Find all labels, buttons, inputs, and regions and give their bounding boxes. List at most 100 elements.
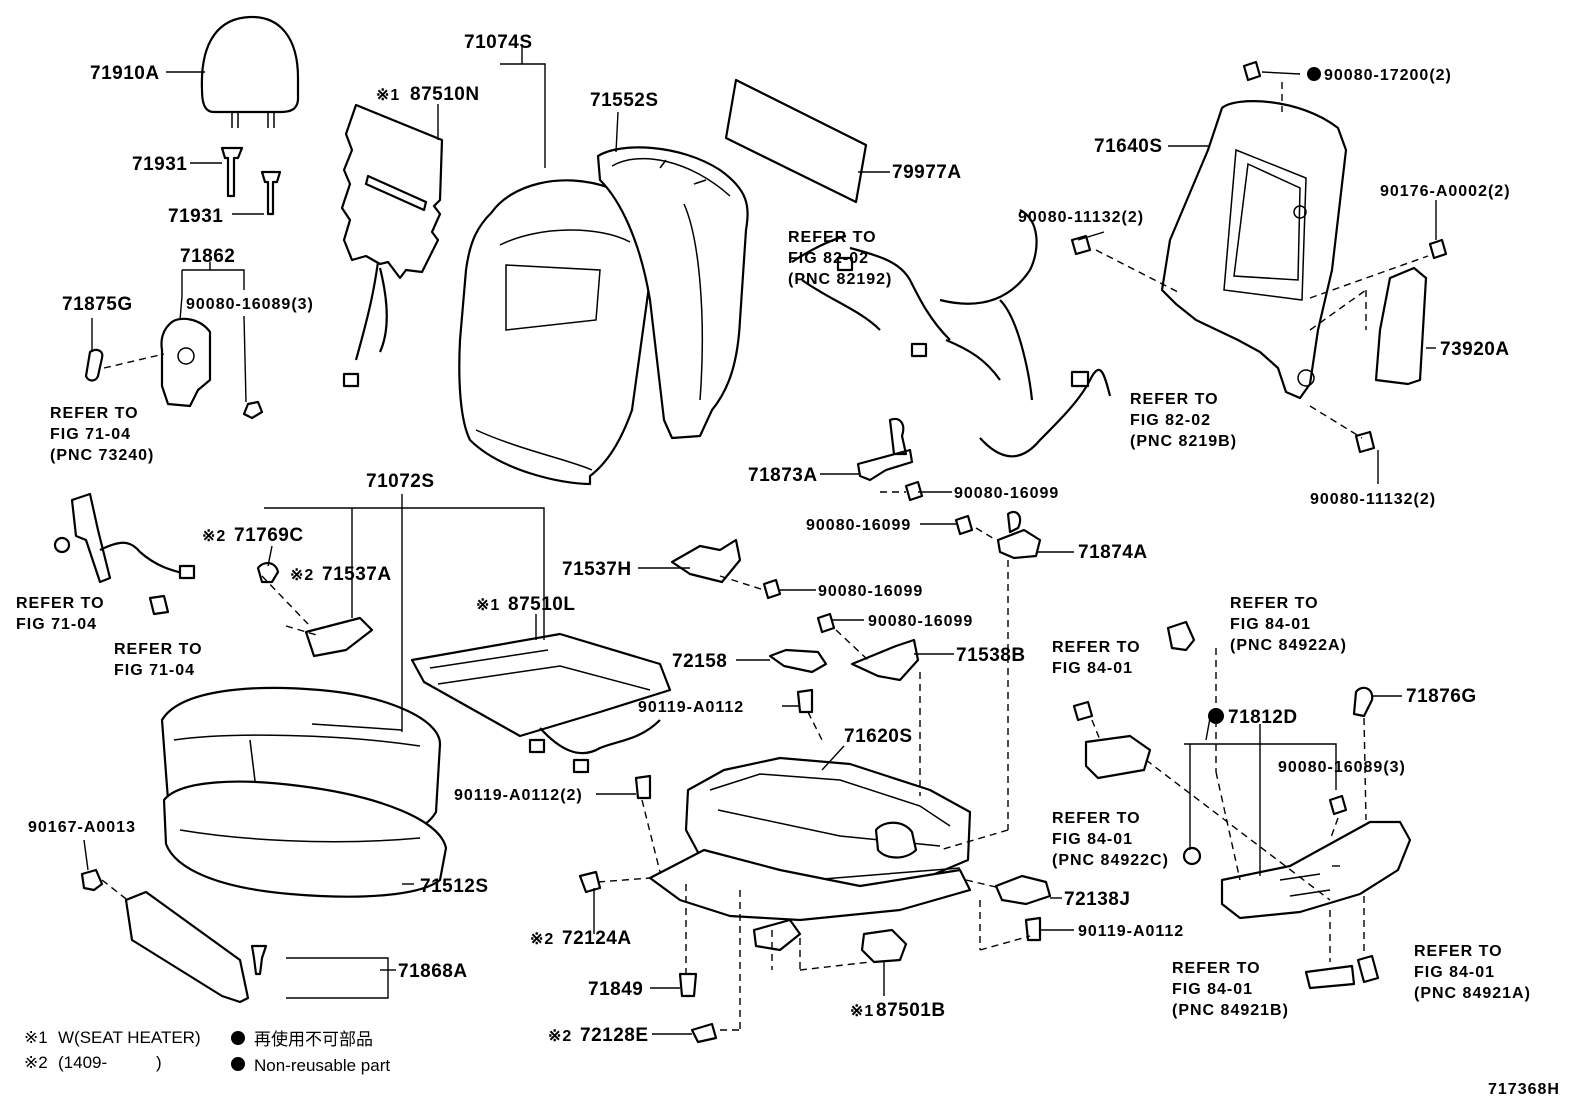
lower-bracket-drawing[interactable] <box>996 510 1042 560</box>
ref-belt-anchor[interactable]: REFER TO FIG 71-04 <box>16 595 105 633</box>
label-87510N[interactable]: 87510N <box>410 84 480 105</box>
ref-knob-84921B[interactable]: REFER TO FIG 84-01 (PNC 84921B) <box>1172 960 1289 1019</box>
seatback-heater-drawing[interactable] <box>340 103 444 388</box>
label-71769C[interactable]: 71769C <box>234 525 304 546</box>
label-71640S[interactable]: 71640S <box>1094 136 1163 157</box>
headrest-drawing[interactable] <box>200 15 300 128</box>
label-71849[interactable]: 71849 <box>588 979 643 1000</box>
label-72124A[interactable]: 72124A <box>562 928 632 949</box>
seatback-pad-drawing[interactable] <box>596 146 749 440</box>
ref-switch-bolt[interactable]: REFER TO FIG 84-01 <box>1052 639 1141 677</box>
label-71072S[interactable]: 71072S <box>366 471 435 492</box>
bolts <box>634 60 1448 942</box>
label-71512S[interactable]: 71512S <box>420 876 489 897</box>
track-end-cover-drawing[interactable] <box>994 874 1052 906</box>
seatback-board-drawing[interactable] <box>724 78 868 204</box>
seatback-frame-drawing[interactable] <box>1160 100 1348 400</box>
ref-wire-harness-82192[interactable]: REFER TO FIG 82-02 (PNC 82192) <box>788 229 892 288</box>
label-71875G[interactable]: 71875G <box>62 294 133 315</box>
ref-line: FIG 71-04 <box>50 426 131 443</box>
ref-line: (PNC 84922A) <box>1230 637 1347 654</box>
ref-line: (PNC 8219B) <box>1130 433 1237 450</box>
track-stopper-drawing[interactable] <box>678 972 698 998</box>
label-90167-A0013[interactable]: 90167-A0013 <box>28 819 136 836</box>
label-90119-A0112-upper[interactable]: 90119-A0112 <box>638 699 744 716</box>
ref-line: REFER TO <box>788 229 877 246</box>
ref-line: (PNC 84922C) <box>1052 852 1169 869</box>
part-labels: 71910A 71931 71931 71074S ※1 87510N 7155… <box>28 32 1560 1098</box>
label-79977A[interactable]: 79977A <box>892 162 962 183</box>
label-71876G[interactable]: 71876G <box>1406 686 1477 707</box>
label-71074S[interactable]: 71074S <box>464 32 533 53</box>
label-90080-16099-track-right[interactable]: 90080-16099 <box>868 613 973 630</box>
label-71812D[interactable]: 71812D <box>1228 707 1298 728</box>
label-71538B[interactable]: 71538B <box>956 645 1026 666</box>
label-90119-A0112-lower[interactable]: 90119-A0112(2) <box>454 787 583 804</box>
label-90176-A0002[interactable]: 90176-A0002(2) <box>1380 183 1511 200</box>
track-bracket-left-drawing[interactable] <box>670 538 742 584</box>
ref-knob-84921A[interactable]: REFER TO FIG 84-01 (PNC 84921A) <box>1414 943 1531 1002</box>
label-71873A[interactable]: 71873A <box>748 465 818 486</box>
label-72138J[interactable]: 72138J <box>1064 889 1130 910</box>
cushion-heater-drawing[interactable] <box>410 632 672 774</box>
label-71862[interactable]: 71862 <box>180 246 235 267</box>
label-90080-16099-hinge[interactable]: 90080-16099 <box>954 485 1059 502</box>
cushion-screw-drawing[interactable] <box>80 868 104 892</box>
label-90080-16099-track-left[interactable]: 90080-16099 <box>818 583 923 600</box>
legend-note1-text: W(SEAT HEATER) <box>58 1028 201 1047</box>
ref-switch-knob-84922A[interactable]: REFER TO FIG 84-01 (PNC 84922A) <box>1230 595 1347 654</box>
label-90119-A0112-end[interactable]: 90119-A0112 <box>1078 923 1184 940</box>
track-cover-drawing[interactable] <box>578 870 602 894</box>
ref-switch-84922C[interactable]: REFER TO FIG 84-01 (PNC 84922C) <box>1052 810 1169 869</box>
seatback-harness-drawing <box>791 209 1038 401</box>
heater-switch-drawing[interactable] <box>860 928 908 964</box>
cushion-shield-drawing[interactable] <box>1220 686 1412 990</box>
legend: ※1 W(SEAT HEATER) ※2 (1409- ) 再使用不可部品 No… <box>24 1028 390 1075</box>
seat-adjuster-drawing[interactable] <box>648 756 972 952</box>
hinge-cover-drawing[interactable] <box>84 317 264 420</box>
power-switch-drawing[interactable] <box>1084 620 1202 866</box>
label-90080-11132-bottom[interactable]: 90080-11132(2) <box>1310 491 1436 508</box>
label-71868A[interactable]: 71868A <box>398 961 468 982</box>
label-71910A[interactable]: 71910A <box>90 63 160 84</box>
front-cover-drawing[interactable] <box>124 890 268 1004</box>
label-90080-16089-shield[interactable]: 90080-16089(3) <box>1278 759 1406 776</box>
ref-wire-harness-8219B[interactable]: REFER TO FIG 82-02 (PNC 8219B) <box>1130 391 1237 450</box>
ref-belt-wire[interactable]: REFER TO FIG 71-04 <box>114 641 203 679</box>
diagram-id: 717368H <box>1488 1081 1560 1098</box>
back-side-cover-drawing[interactable] <box>1374 266 1428 386</box>
label-71537H[interactable]: 71537H <box>562 559 632 580</box>
label-71874A[interactable]: 71874A <box>1078 542 1148 563</box>
legend-note2-mark: ※2 <box>24 1053 48 1072</box>
ref-line: FIG 71-04 <box>16 616 97 633</box>
track-cap-drawing[interactable] <box>690 1022 718 1044</box>
label-87501B[interactable]: 87501B <box>876 1000 946 1021</box>
label-71931-a[interactable]: 71931 <box>132 154 187 175</box>
label-90080-16099-lower[interactable]: 90080-16099 <box>806 517 911 534</box>
cushion-pad-drawing[interactable] <box>162 780 448 898</box>
label-90080-17200[interactable]: 90080-17200(2) <box>1324 67 1452 84</box>
hinge-bracket-drawing[interactable] <box>856 417 914 482</box>
label-71620S[interactable]: 71620S <box>844 726 913 747</box>
label-72158[interactable]: 72158 <box>672 651 727 672</box>
seat-belt-buckle-drawing[interactable] <box>53 492 196 616</box>
slide-handle-drawing[interactable] <box>768 648 828 674</box>
ref-line: REFER TO <box>16 595 105 612</box>
track-bracket-right-drawing[interactable] <box>850 638 920 682</box>
label-71552S[interactable]: 71552S <box>590 90 659 111</box>
label-87510L[interactable]: 87510L <box>508 594 575 615</box>
headrest-support-drawing[interactable] <box>220 146 282 216</box>
label-71931-b[interactable]: 71931 <box>168 206 223 227</box>
label-72128E[interactable]: 72128E <box>580 1025 649 1046</box>
non-reusable-bullet-en <box>231 1057 245 1071</box>
note-mark-87501B: ※1 <box>850 1003 874 1020</box>
seatback-assy-drawing[interactable] <box>458 179 656 486</box>
label-71537A[interactable]: 71537A <box>322 564 392 585</box>
note-mark-72124A: ※2 <box>530 931 554 948</box>
label-90080-11132-left[interactable]: 90080-11132(2) <box>1018 209 1144 226</box>
label-90080-16089-hinge[interactable]: 90080-16089(3) <box>186 296 314 313</box>
legend-note2-text: (1409- <box>58 1053 107 1072</box>
label-73920A[interactable]: 73920A <box>1440 339 1510 360</box>
ref-seat-belt-73240[interactable]: REFER TO FIG 71-04 (PNC 73240) <box>50 405 154 464</box>
